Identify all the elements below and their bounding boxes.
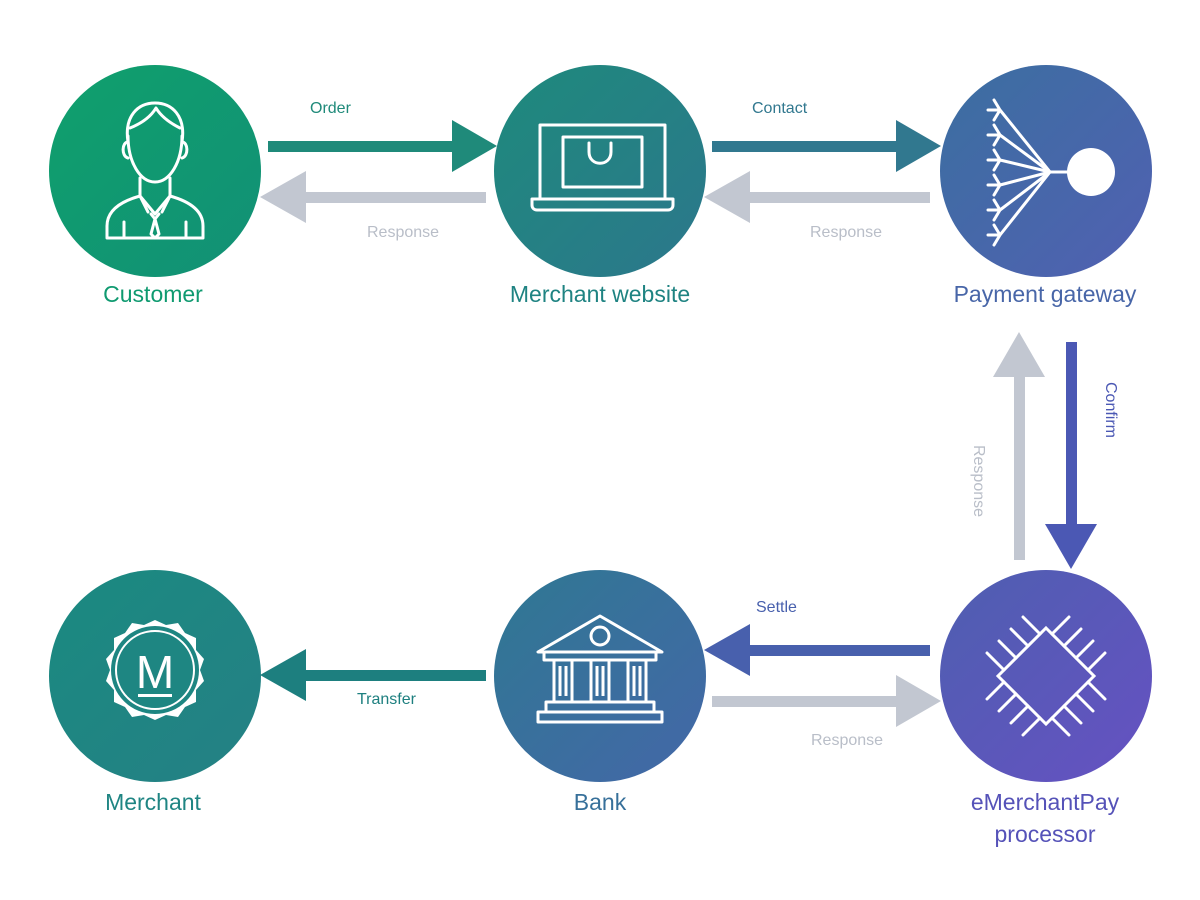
gateway-network-icon [986,98,1070,247]
customer-response-label: Response [367,224,440,241]
arrow-head [704,624,750,676]
arrow-transfer [260,649,486,701]
arrow-head [260,649,306,701]
processor-label-line1: eMerchantPay [970,789,1120,815]
arrow-shaft [1066,342,1077,532]
merchant-label: Merchant [105,789,201,815]
arrow-order [268,120,497,172]
processor-circle [940,570,1152,782]
arrow-head [896,675,941,727]
bank-response-label: Response [811,732,884,749]
node-merchant-website [494,65,706,277]
gateway-response-label: Response [970,444,988,518]
arrow-shaft [742,192,930,203]
confirm-label: Confirm [1102,381,1120,439]
merchant-website-circle [494,65,706,277]
node-customer [49,65,261,277]
contact-label: Contact [752,100,808,117]
chip-icon [985,615,1107,737]
arrow-head [993,332,1045,377]
arrow-head [704,171,750,223]
processor-label-line2: processor [994,821,1096,847]
laptop-shopping-icon [530,123,675,212]
order-label: Order [310,100,351,117]
arrow-shaft [742,645,930,656]
transfer-label: Transfer [357,691,416,708]
arrow-bank-response [712,675,941,727]
arrow-gateway-response [993,332,1045,560]
merchant-logo-underline [138,694,172,697]
node-payment-gateway [940,65,1152,277]
arrow-head [896,120,941,172]
payment-gateway-label: Payment gateway [953,281,1137,307]
person-icon [105,101,205,240]
merchant-seal-ring [115,630,195,710]
arrow-contact [712,120,941,172]
merchant-website-label: Merchant website [509,281,691,307]
arrow-confirm [1045,342,1097,569]
arrow-shaft [268,141,460,152]
arrow-shaft [712,141,904,152]
merchant-seal-inner [111,626,199,714]
bank-building-icon [536,614,664,724]
arrow-head [452,120,497,172]
node-merchant: M [49,570,261,782]
settle-label: Settle [756,599,797,616]
arrow-head [1045,524,1097,569]
bank-label: Bank [573,789,627,815]
arrow-shaft [1014,370,1025,560]
arrow-head [260,171,306,223]
arrow-shaft [298,192,486,203]
website-response-label: Response [810,224,883,241]
customer-circle [49,65,261,277]
arrow-settle [704,624,930,676]
node-processor [940,570,1152,782]
gateway-dot-icon [1067,148,1115,196]
node-bank [494,570,706,782]
arrow-shaft [298,670,486,681]
arrow-customer-response [260,171,486,223]
merchant-logo-letter: M [136,646,174,698]
bank-circle [494,570,706,782]
customer-label: Customer [103,281,203,307]
processor-label: eMerchantPay processor [971,786,1119,850]
arrow-website-response [704,171,930,223]
arrow-shaft [712,696,904,707]
